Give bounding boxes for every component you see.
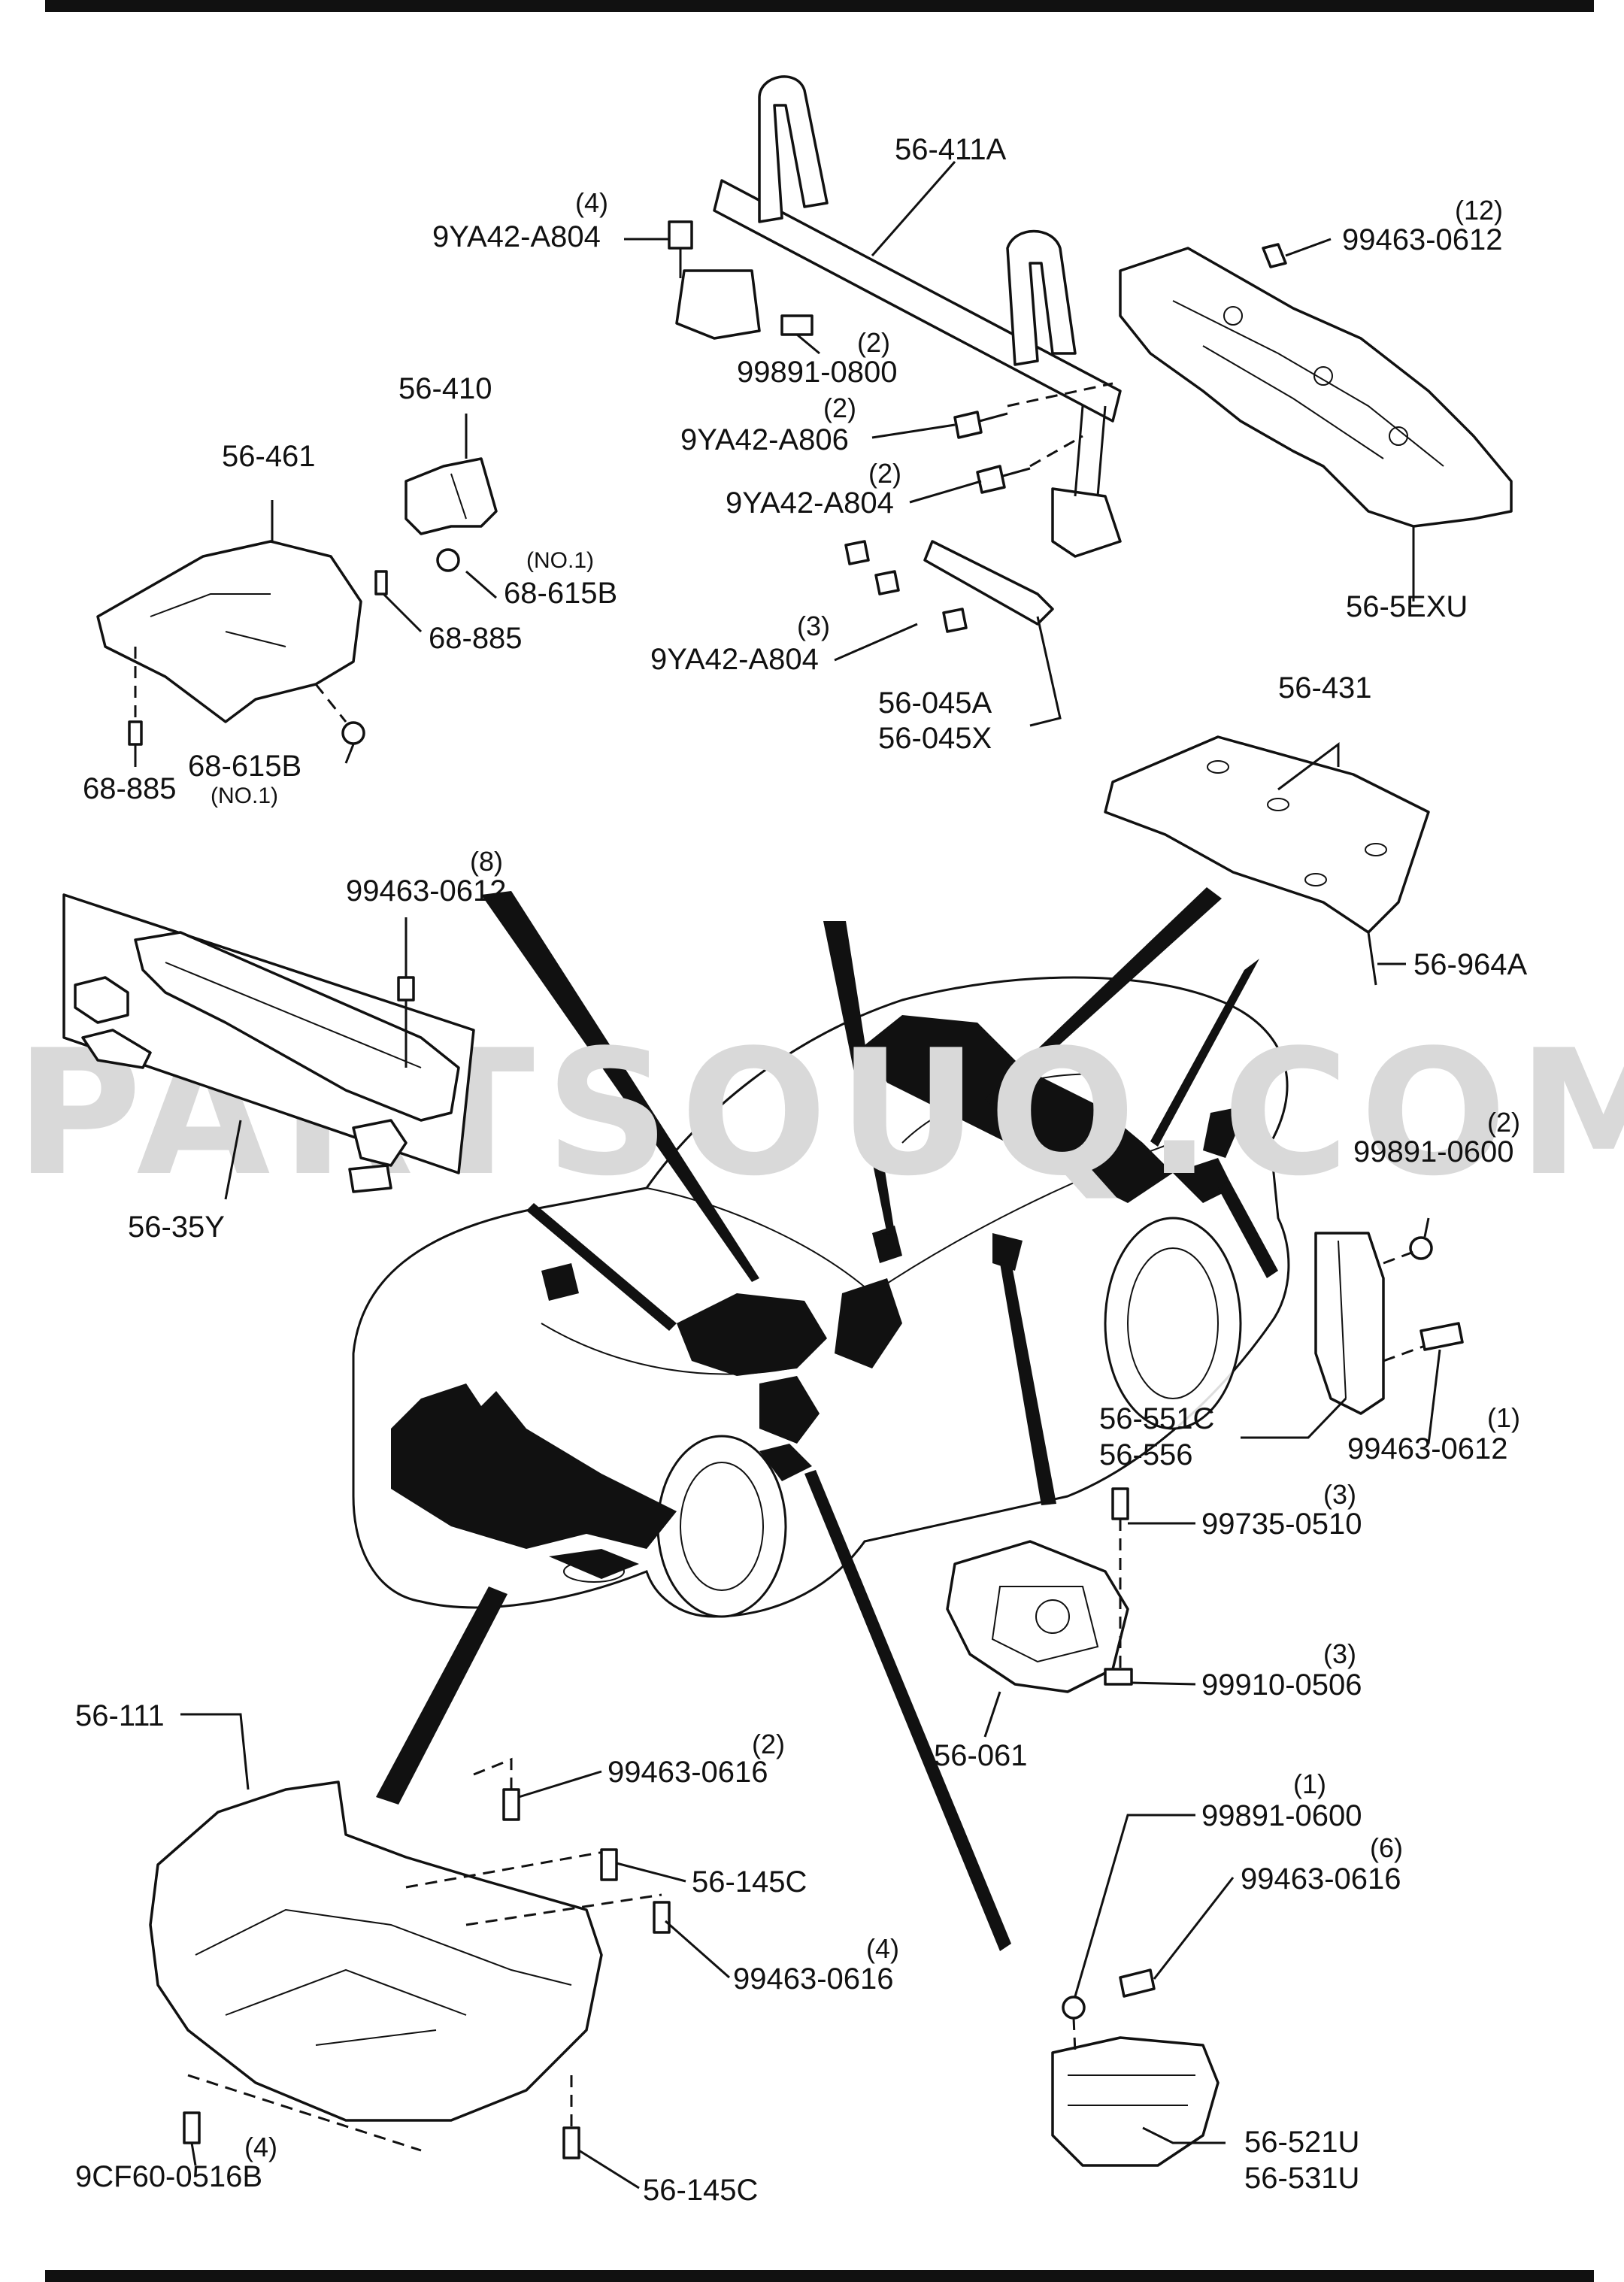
qty-9CF60-0516B: (4) (244, 2132, 277, 2162)
label-56-411A: 56-411A (895, 133, 1007, 166)
label-99891-0600-right: 99891-0600 (1353, 1135, 1514, 1168)
label-68-615B-r: 68-615B (504, 577, 617, 610)
label-56-045X: 56-045X (878, 722, 992, 755)
part-56-461 (96, 540, 365, 746)
label-68-885-l: 68-885 (83, 772, 177, 805)
label-99463-0616-a: 99463-0616 (607, 1756, 768, 1789)
qty-9YA42-A804-low: (3) (797, 611, 830, 641)
part-56-431 (1104, 735, 1430, 986)
qty-99891-0600-right: (2) (1487, 1107, 1520, 1138)
part-labels: 56-411A (4) 9YA42-A804 (2) 99891-0800 (2… (75, 133, 1528, 2207)
qty-99463-0612-left: (8) (470, 846, 503, 877)
label-56-410: 56-410 (398, 372, 492, 405)
label-68-885-r: 68-885 (429, 622, 523, 655)
label-9YA42-A804-top: 9YA42-A804 (432, 220, 601, 253)
label-99891-0600-low: 99891-0600 (1201, 1799, 1362, 1832)
qty-99735-0510: (3) (1323, 1479, 1356, 1510)
qty-99463-0612-top: (12) (1455, 195, 1503, 226)
label-56-35Y: 56-35Y (128, 1211, 225, 1244)
label-68-615B-l: 68-615B (188, 750, 301, 783)
part-56-061 (946, 1487, 1133, 1693)
label-9YA42-A806: 9YA42-A806 (680, 423, 849, 456)
label-99910-0506: 99910-0506 (1201, 1668, 1362, 1702)
label-99463-0616-c: 99463-0616 (1241, 1862, 1401, 1896)
label-56-531U: 56-531U (1244, 2162, 1359, 2195)
part-56-410 (374, 457, 498, 596)
leader-lines (134, 161, 1441, 2190)
label-99891-0800: 99891-0800 (737, 356, 898, 389)
part-56-35Y-group (62, 893, 475, 1193)
label-56-461: 56-461 (222, 440, 316, 473)
label-9CF60-0516B: 9CF60-0516B (75, 2160, 262, 2193)
car-illustration (352, 976, 1290, 1618)
qty-99463-0616-b: (4) (866, 1933, 899, 1964)
label-56-061: 56-061 (934, 1739, 1028, 1772)
label-56-556: 56-556 (1099, 1438, 1193, 1471)
note-68-615B-l: (NO.1) (211, 783, 278, 808)
top-border (45, 0, 1594, 12)
part-56-111 (149, 1757, 671, 2159)
label-56-145C-a: 56-145C (692, 1865, 807, 1899)
label-99463-0612-left: 99463-0612 (346, 874, 507, 908)
part-56-521U (1051, 1968, 1220, 2167)
label-56-964A: 56-964A (1413, 948, 1528, 981)
label-99735-0510: 99735-0510 (1201, 1508, 1362, 1541)
bottom-border (45, 2270, 1594, 2282)
label-56-5EXU: 56-5EXU (1346, 590, 1468, 623)
label-56-431: 56-431 (1278, 671, 1372, 705)
label-9YA42-A804-low: 9YA42-A804 (650, 643, 819, 676)
label-56-521U: 56-521U (1244, 2126, 1359, 2159)
part-56-5EXU (1119, 243, 1513, 528)
pointer-wedges (376, 887, 1278, 1951)
label-56-045A: 56-045A (878, 686, 992, 720)
label-9YA42-A804-mid: 9YA42-A804 (726, 486, 894, 520)
roll-bar-bolts (668, 220, 1113, 633)
part-56-551C (1314, 1232, 1464, 1415)
label-56-145C-b: 56-145C (643, 2174, 758, 2207)
qty-9YA42-A804-top: (4) (575, 187, 608, 218)
qty-99463-0616-a: (2) (752, 1729, 785, 1759)
label-99463-0612-right: 99463-0612 (1347, 1432, 1508, 1465)
qty-99910-0506: (3) (1323, 1638, 1356, 1669)
label-56-111: 56-111 (75, 1699, 165, 1732)
qty-99891-0600-low: (1) (1293, 1768, 1326, 1799)
qty-99463-0616-c: (6) (1370, 1832, 1403, 1863)
label-99463-0612-top: 99463-0612 (1342, 223, 1503, 256)
label-56-551C: 56-551C (1099, 1402, 1214, 1435)
qty-99463-0612-right: (1) (1487, 1402, 1520, 1433)
label-99463-0616-b: 99463-0616 (733, 1962, 894, 1996)
qty-9YA42-A804-mid: (2) (868, 458, 901, 489)
qty-99891-0800: (2) (857, 327, 890, 358)
qty-9YA42-A806: (2) (823, 392, 856, 423)
note-68-615B-r: (NO.1) (526, 548, 594, 573)
roll-bar-assembly (675, 75, 1122, 558)
